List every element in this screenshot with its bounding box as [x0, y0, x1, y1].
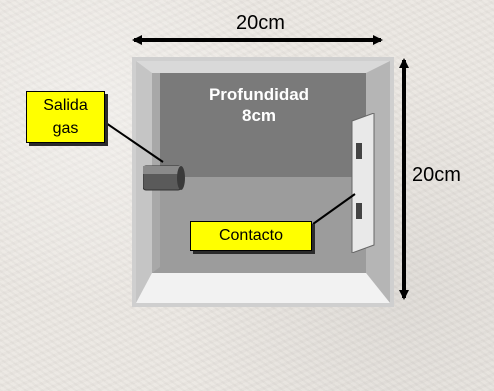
electrical-contact-plate: [351, 113, 375, 253]
depth-value: 8cm: [241, 106, 277, 125]
contact-callout: Contacto: [190, 221, 312, 251]
depth-title: Profundidad: [208, 85, 310, 104]
depth-label: Profundidad 8cm: [184, 84, 334, 126]
gas-outlet-callout: Salida gas: [26, 91, 105, 143]
gas-leader-line: [105, 122, 164, 163]
gas-outlet-line2: gas: [52, 120, 79, 137]
gas-pipe: [143, 165, 185, 191]
height-label: 20cm: [412, 164, 461, 186]
gas-outlet-line1: Salida: [43, 97, 88, 114]
width-label: 20cm: [236, 12, 285, 34]
contact-leader-line: [312, 193, 356, 225]
